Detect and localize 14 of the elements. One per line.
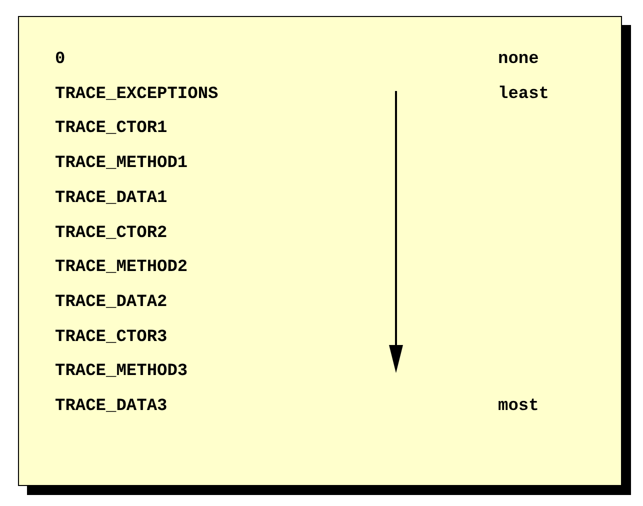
trace-constant: TRACE_METHOD2	[55, 258, 188, 278]
trace-constant: 0	[55, 50, 66, 70]
trace-constant: TRACE_CTOR1	[55, 119, 168, 140]
trace-constant: TRACE_DATA1	[55, 188, 168, 209]
trace-constant: TRACE_METHOD1	[55, 154, 188, 174]
trace-constant: TRACE_DATA2	[55, 292, 168, 313]
level-label: most	[498, 397, 539, 417]
level-label: none	[498, 50, 539, 70]
trace-constant: TRACE_CTOR3	[55, 328, 168, 348]
trace-constant: TRACE_METHOD3	[55, 362, 188, 382]
trace-constant: TRACE_CTOR2	[55, 224, 168, 244]
trace-constant: TRACE_EXCEPTIONS	[55, 84, 218, 105]
trace-constant: TRACE_DATA3	[55, 397, 168, 417]
level-label: least	[498, 84, 550, 105]
